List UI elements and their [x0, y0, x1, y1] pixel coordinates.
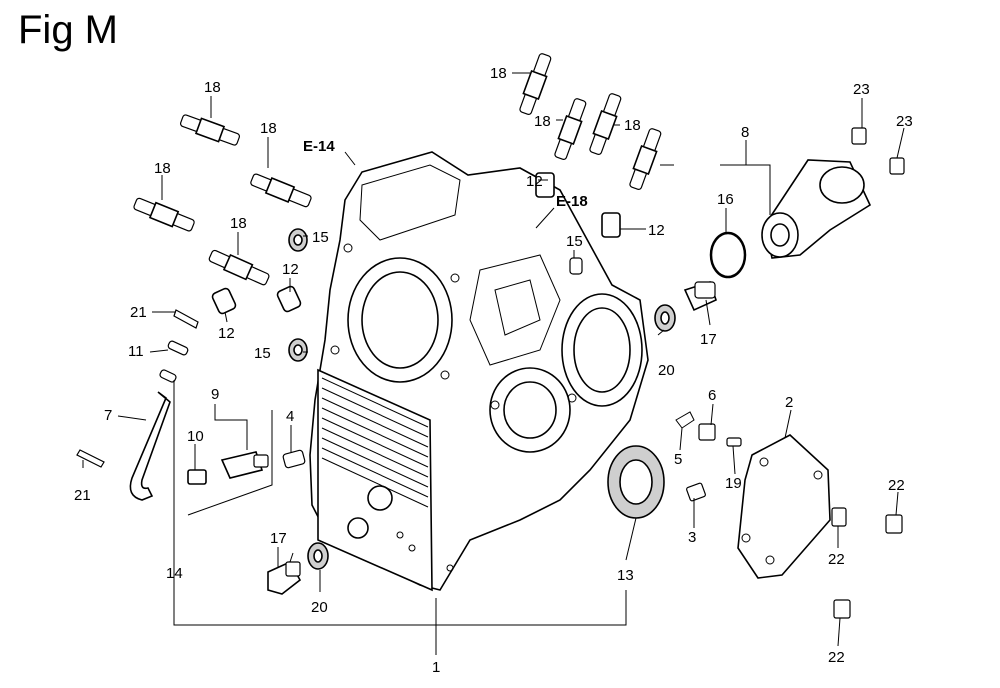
leader-lines — [82, 72, 905, 655]
callout-17: 17 — [700, 331, 717, 348]
callout-6: 6 — [708, 387, 716, 404]
callout-16: 16 — [717, 191, 734, 208]
callout-13: 13 — [617, 567, 634, 584]
callout-15: 15 — [566, 233, 583, 250]
callout-14: 14 — [166, 565, 183, 582]
callout-9: 9 — [211, 386, 219, 403]
callout-2: 2 — [785, 394, 793, 411]
callout-18: 18 — [624, 117, 641, 134]
callout-7: 7 — [104, 407, 112, 424]
pins-and-hose — [76, 309, 199, 501]
oil-seal — [607, 445, 665, 519]
callout-5: 5 — [674, 451, 682, 468]
ref-e14-arrow — [344, 151, 356, 166]
callout-10: 10 — [187, 428, 204, 445]
callout-20: 20 — [311, 599, 328, 616]
ref-e18: E-18 — [556, 193, 588, 210]
callout-12: 12 — [526, 173, 543, 190]
callout-22: 22 — [828, 551, 845, 568]
callout-21: 21 — [130, 304, 147, 321]
callout-numbers: 18 18 18 18 18 18 18 15 15 15 12 12 12 1… — [74, 65, 913, 676]
callout-23: 23 — [853, 81, 870, 98]
plug-4 — [282, 449, 306, 469]
callout-18: 18 — [260, 120, 277, 137]
callout-4: 4 — [286, 408, 294, 425]
reference-labels: E-14 E-18 — [303, 138, 588, 229]
callout-1: 1 — [432, 659, 440, 676]
drain-plug — [267, 542, 329, 595]
oil-pressure-switch — [187, 410, 273, 516]
callout-20: 20 — [658, 362, 675, 379]
ref-e18-arrow — [535, 207, 555, 229]
callout-3: 3 — [688, 529, 696, 546]
callout-18: 18 — [230, 215, 247, 232]
callout-12: 12 — [218, 325, 235, 342]
figure-title: Fig M — [18, 8, 118, 52]
crankcase — [309, 151, 649, 592]
callout-19: 19 — [725, 475, 742, 492]
callout-12: 12 — [282, 261, 299, 278]
callout-22: 22 — [828, 649, 845, 666]
callout-8: 8 — [741, 124, 749, 141]
callout-18: 18 — [204, 79, 221, 96]
small-seals — [288, 228, 583, 362]
callout-21: 21 — [74, 487, 91, 504]
dowel-pins — [211, 172, 621, 315]
callout-18: 18 — [490, 65, 507, 82]
right-parts — [654, 127, 905, 619]
stud-bolts — [133, 53, 662, 286]
callout-18: 18 — [154, 160, 171, 177]
callout-12: 12 — [648, 222, 665, 239]
callout-18: 18 — [534, 113, 551, 130]
callout-15: 15 — [254, 345, 271, 362]
callout-11: 11 — [128, 343, 144, 360]
callout-15: 15 — [312, 229, 329, 246]
ref-e14: E-14 — [303, 138, 335, 155]
callout-22: 22 — [888, 477, 905, 494]
callout-23: 23 — [896, 113, 913, 130]
callout-17: 17 — [270, 530, 287, 547]
